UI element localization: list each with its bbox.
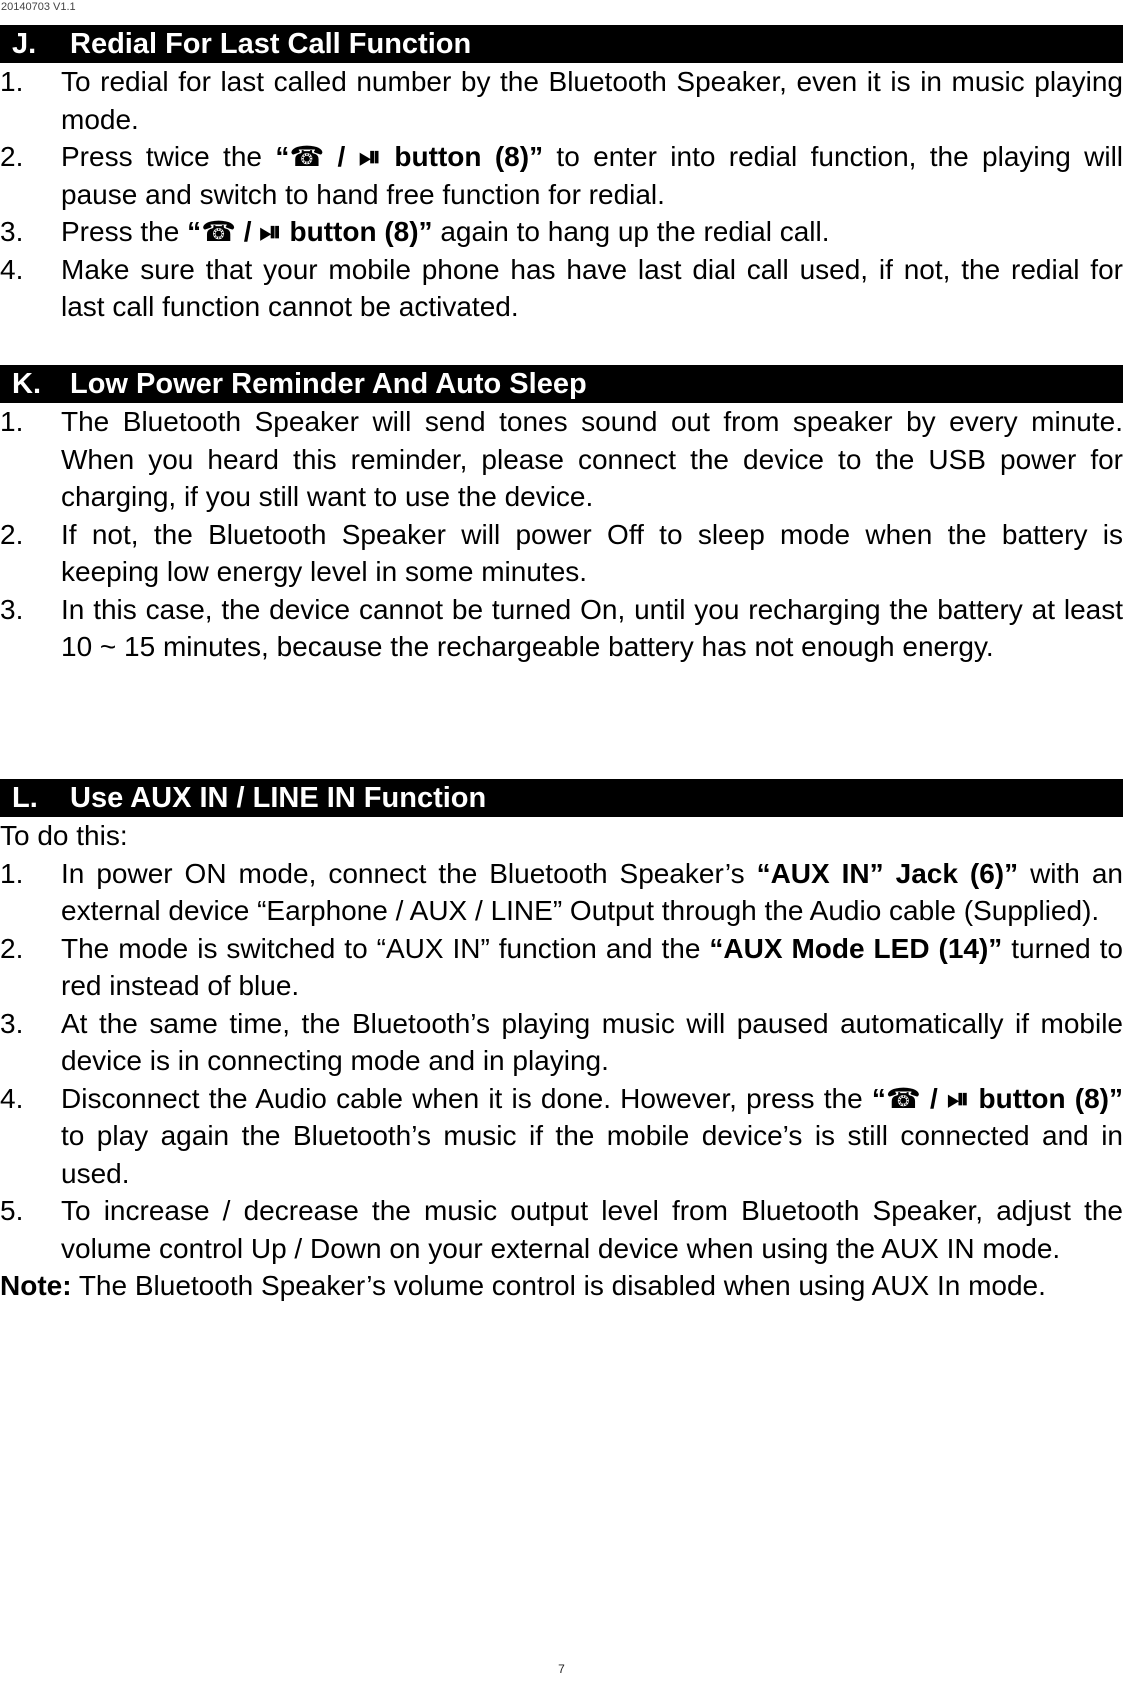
list-item: 4. Make sure that your mobile phone has … (0, 253, 1123, 323)
section-title: Redial For Last Call Function (70, 28, 472, 60)
list-item: 2. Press twice the “☎ / ⏯ button (8)” to… (0, 138, 1123, 213)
list-item: 5. To increase / decrease the music outp… (0, 1195, 1123, 1264)
list-item: 2. The mode is switched to “AUX IN” func… (0, 932, 1123, 1002)
list-item: 3. In this case, the device cannot be tu… (0, 593, 1123, 663)
section-title: Low Power Reminder And Auto Sleep (70, 368, 587, 400)
list-item: 2. If not, the Bluetooth Speaker will po… (0, 518, 1123, 588)
section-header-j: J. Redial For Last Call Function (0, 25, 1123, 63)
phone-handset-icon: ☎ (201, 216, 236, 247)
section-j-list: 1. To redial for last called number by t… (0, 63, 1123, 326)
document-version: 20140703 V1.1 (1, 1, 76, 13)
play-pause-icon: ⏯ (358, 141, 382, 172)
section-header-k: K. Low Power Reminder And Auto Sleep (0, 365, 1123, 403)
section-letter: K. (12, 368, 41, 400)
section-letter: L. (12, 782, 38, 814)
page-number: 7 (558, 1662, 565, 1676)
list-item: 3. At the same time, the Bluetooth’s pla… (0, 1007, 1123, 1077)
intro-text: To do this: (0, 820, 128, 851)
section-l-list: To do this: 1. In power ON mode, connect… (0, 817, 1123, 1305)
section-title: Use AUX IN / LINE IN Function (70, 782, 487, 814)
note-label: Note: (0, 1270, 72, 1301)
list-item: 1. In power ON mode, connect the Bluetoo… (0, 857, 1123, 927)
section-k-list: 1. The Bluetooth Speaker will send tones… (0, 403, 1123, 666)
section-header-l: L. Use AUX IN / LINE IN Function (0, 779, 1123, 817)
list-item: 1. The Bluetooth Speaker will send tones… (0, 406, 1123, 512)
phone-handset-icon: ☎ (885, 1082, 921, 1114)
list-item: 3. Press the “☎ / ⏯ button (8)” again to… (0, 213, 1123, 251)
list-item: 4. Disconnect the Audio cable when it is… (0, 1080, 1123, 1193)
note: Note: The Bluetooth Speaker’s volume con… (0, 1267, 1123, 1305)
phone-handset-icon: ☎ (289, 141, 325, 172)
note-text: The Bluetooth Speaker’s volume control i… (71, 1270, 1046, 1301)
play-pause-icon: ⏯ (946, 1082, 970, 1114)
section-letter: J. (12, 28, 37, 60)
list-item: 1. To redial for last called number by t… (0, 66, 1123, 135)
play-pause-icon: ⏯ (259, 216, 282, 247)
